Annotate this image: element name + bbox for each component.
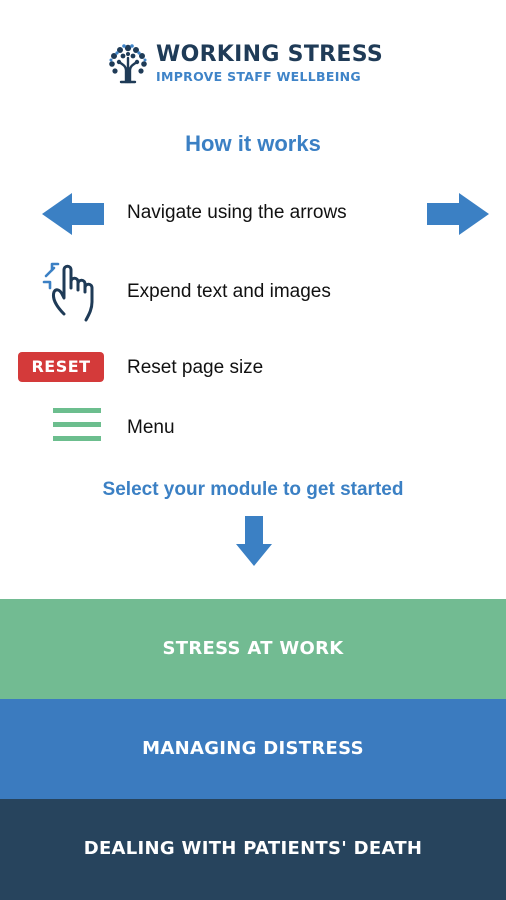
pinch-hand-icon (42, 262, 94, 322)
menu-icon-bar (53, 422, 101, 427)
module-managing-distress-button[interactable]: MANAGING DISTRESS (0, 699, 506, 799)
reset-button[interactable]: RESET (18, 352, 104, 382)
select-module-prompt: Select your module to get started (102, 479, 404, 500)
tree-icon (109, 44, 147, 84)
menu-instruction: Menu (127, 417, 175, 438)
module-stress-at-work-button[interactable]: STRESS AT WORK (0, 599, 506, 699)
navigate-instruction: Navigate using the arrows (127, 202, 347, 223)
reset-instruction: Reset page size (127, 357, 264, 378)
expand-instruction: Expend text and images (127, 281, 331, 302)
app-title: WORKING STRESS (156, 42, 383, 67)
how-it-works-heading: How it works (185, 131, 321, 156)
arrow-left-icon[interactable] (42, 193, 104, 235)
app-subtitle: IMPROVE STAFF WELLBEING (156, 69, 361, 84)
menu-icon-bar (53, 408, 101, 413)
menu-icon[interactable] (53, 408, 101, 444)
module-dealing-with-death-button[interactable]: DEALING WITH PATIENTS' DEATH (0, 799, 506, 900)
app-logo: WORKING STRESS IMPROVE STAFF WELLBEING (107, 42, 407, 86)
menu-icon-bar (53, 436, 101, 441)
arrow-down-icon (236, 516, 272, 566)
arrow-right-icon[interactable] (427, 193, 489, 235)
